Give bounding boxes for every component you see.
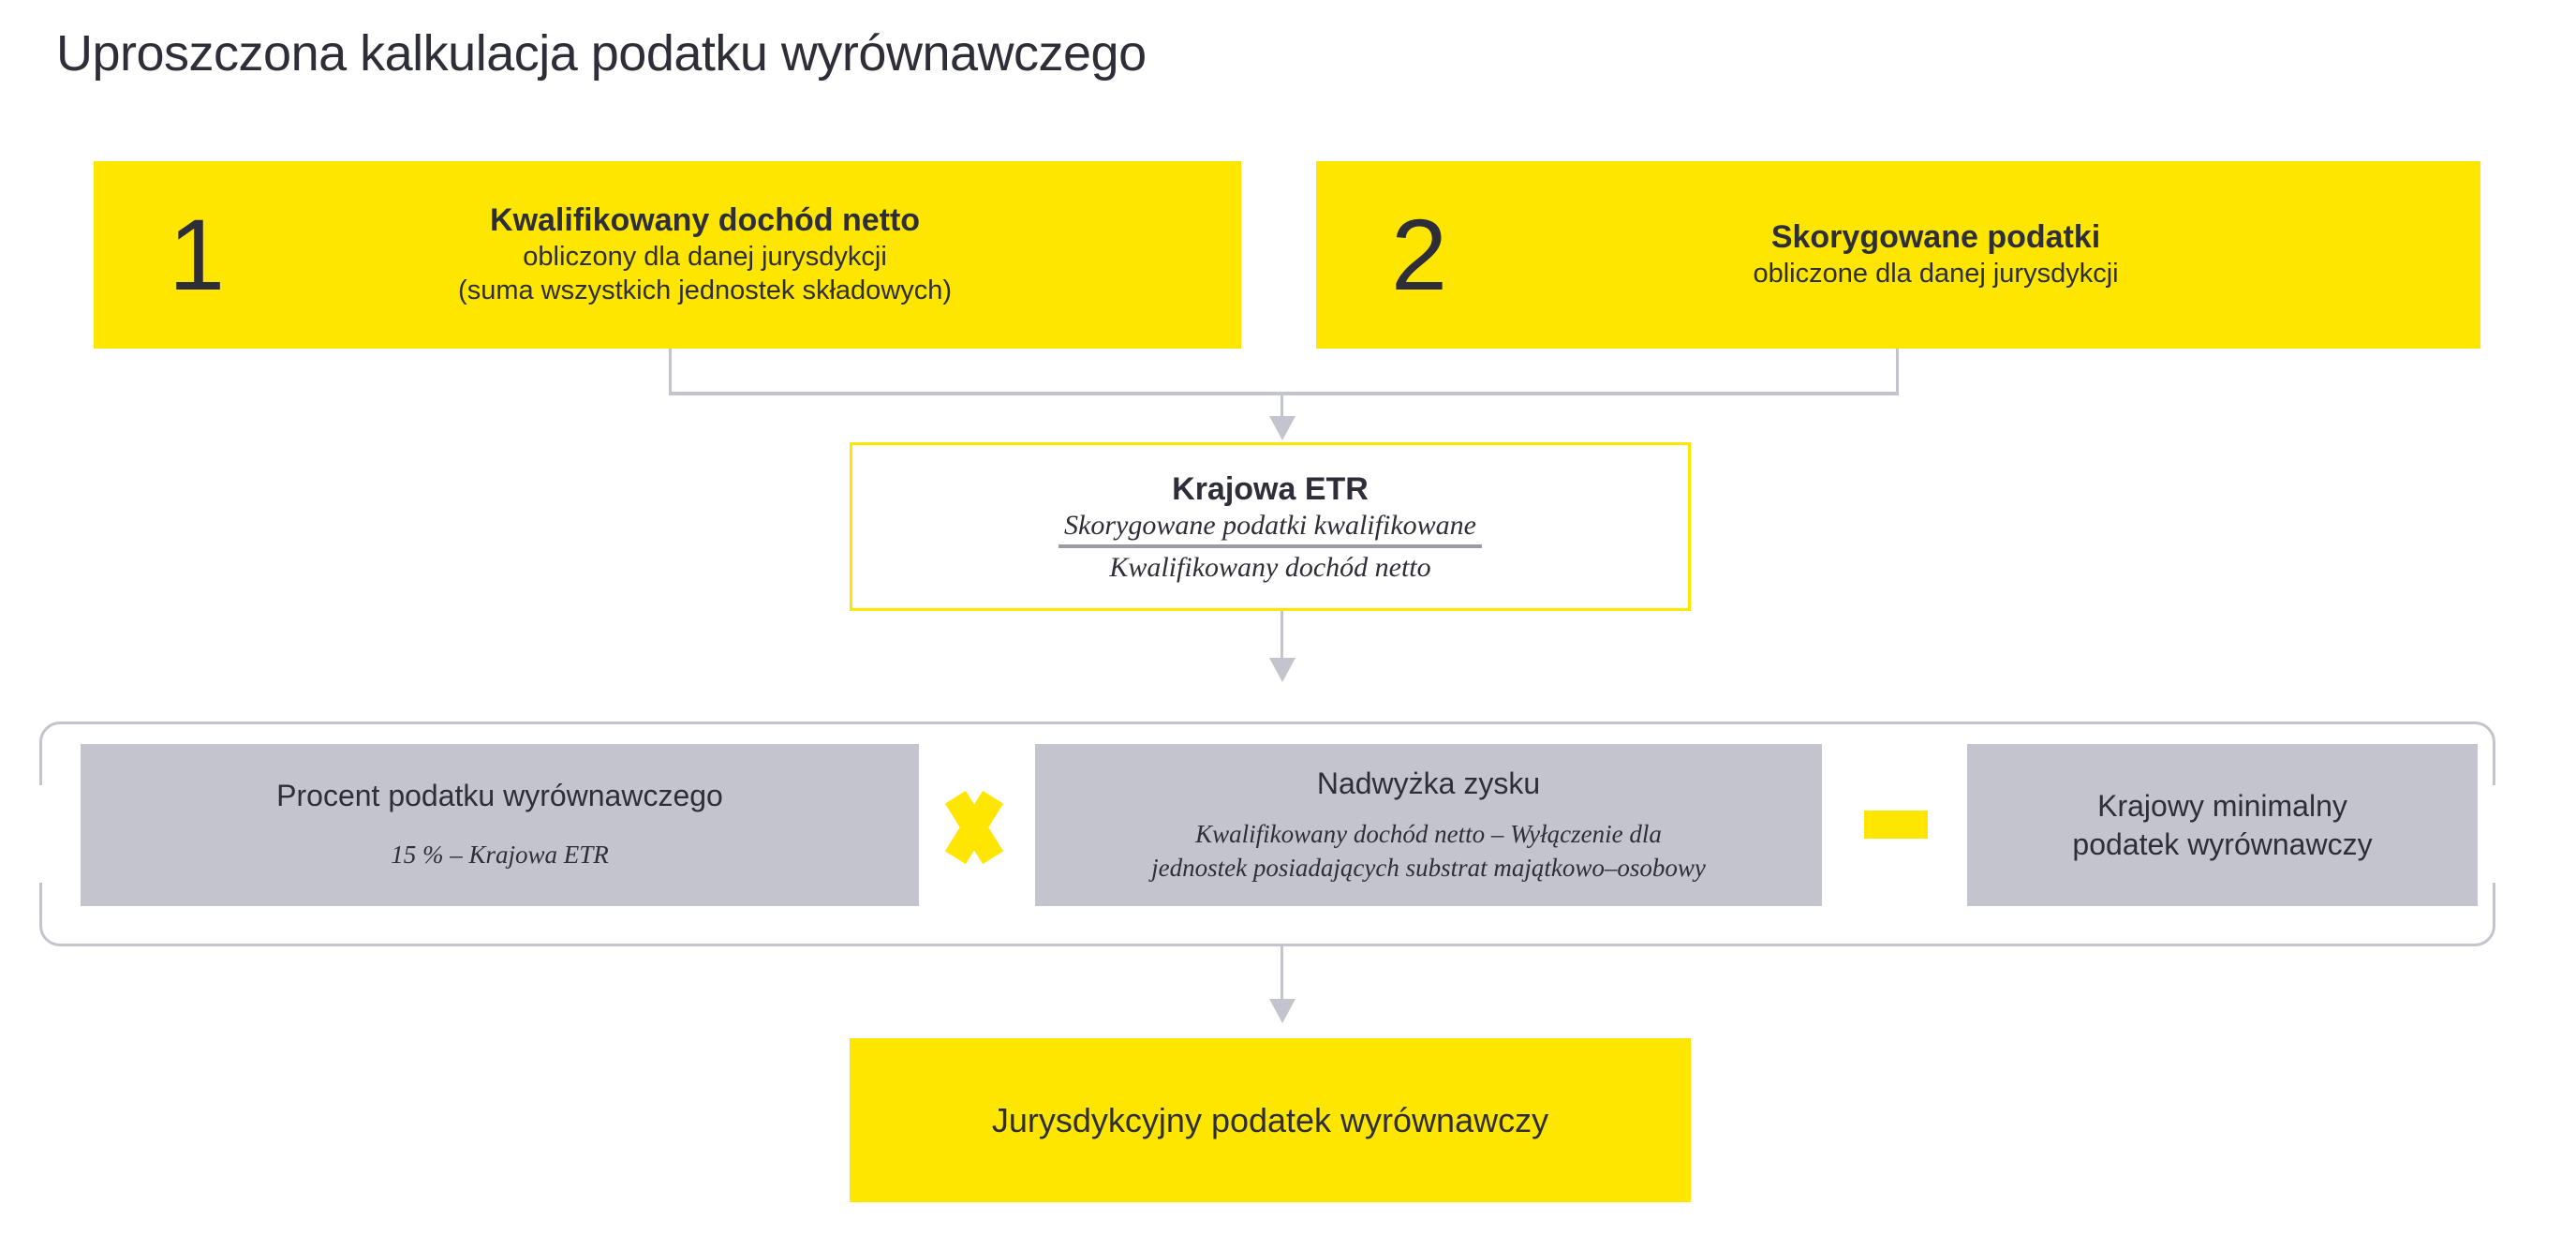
- arrow-to-etr-line: [1281, 394, 1283, 420]
- etr-fraction-bar: [1059, 544, 1482, 548]
- connector-line-right: [1896, 349, 1899, 395]
- etr-fraction-numerator: Skorygowane podatki kwalifikowane: [1064, 510, 1476, 541]
- connector-line-left: [669, 349, 672, 395]
- excess-profit-sub: Kwalifikowany dochód netto – Wyłączenie …: [1138, 818, 1719, 885]
- etr-fraction: Skorygowane podatki kwalifikowane Kwalif…: [1059, 510, 1482, 584]
- step-1-subline-2: (suma wszystkich jednostek składowych): [458, 275, 953, 305]
- minus-icon: [1864, 811, 1928, 839]
- domestic-minimum-topup-tax-line-2: podatek wyrównawczy: [2072, 826, 2373, 861]
- arrow-etr-to-formula-line: [1281, 611, 1283, 662]
- step-1-subline-1: obliczony dla danej jurysdykcji: [523, 241, 887, 272]
- arrow-to-result-line: [1281, 946, 1283, 1003]
- result-label: Jurysdykcyjny podatek wyrównawczy: [991, 1100, 1549, 1139]
- step-number-2: 2: [1391, 198, 1448, 311]
- etr-fraction-denominator: Kwalifikowany dochód netto: [1109, 552, 1431, 583]
- domestic-minimum-topup-tax-box: Krajowy minimalny podatek wyrównawczy: [1967, 744, 2478, 906]
- domestic-minimum-topup-tax-heading: Krajowy minimalny podatek wyrównawczy: [2072, 787, 2372, 864]
- excess-profit-box: Nadwyżka zysku Kwalifikowany dochód nett…: [1035, 744, 1822, 906]
- topup-tax-percentage-sub: 15 % – Krajowa ETR: [391, 840, 609, 869]
- step-2-heading: Skorygowane podatki: [1770, 219, 2101, 256]
- result-box: Jurysdykcyjny podatek wyrównawczy: [850, 1038, 1691, 1202]
- etr-title: Krajowa ETR: [1172, 471, 1369, 507]
- step-1-heading: Kwalifikowany dochód netto: [490, 202, 921, 239]
- multiply-icon: [939, 790, 1010, 865]
- step-1-text: Kwalifikowany dochód netto obliczony dla…: [225, 201, 1241, 307]
- arrow-to-etr-head-icon: [1269, 416, 1295, 440]
- topup-tax-percentage-box: Procent podatku wyrównawczego 15 % – Kra…: [81, 744, 919, 906]
- excess-profit-sub-line-1: Kwalifikowany dochód netto – Wyłączenie …: [1195, 820, 1662, 849]
- excess-profit-sub-line-2: jednostek posiadających substrat majątko…: [1151, 853, 1706, 882]
- arrow-to-result-head-icon: [1269, 999, 1295, 1023]
- arrow-etr-to-formula-head-icon: [1269, 658, 1295, 682]
- etr-box: Krajowa ETR Skorygowane podatki kwalifik…: [850, 442, 1691, 611]
- formula-bracket-gap-left: [37, 785, 46, 883]
- page-title: Uproszczona kalkulacja podatku wyrównawc…: [56, 25, 1147, 82]
- step-2-text: Skorygowane podatki obliczone dla danej …: [1447, 218, 2480, 290]
- step-box-qualified-net-income: 1 Kwalifikowany dochód netto obliczony d…: [94, 161, 1241, 349]
- topup-tax-percentage-heading: Procent podatku wyrównawczego: [276, 779, 723, 813]
- connector-join-bar: [669, 392, 1899, 395]
- excess-profit-heading: Nadwyżka zysku: [1316, 766, 1541, 800]
- domestic-minimum-topup-tax-line-1: Krajowy minimalny: [2097, 788, 2347, 823]
- step-box-adjusted-taxes: 2 Skorygowane podatki obliczone dla dane…: [1316, 161, 2480, 349]
- formula-bracket-gap-right: [2490, 785, 2498, 883]
- step-number-1: 1: [169, 198, 226, 311]
- step-2-subline-1: obliczone dla danej jurysdykcji: [1753, 258, 2119, 289]
